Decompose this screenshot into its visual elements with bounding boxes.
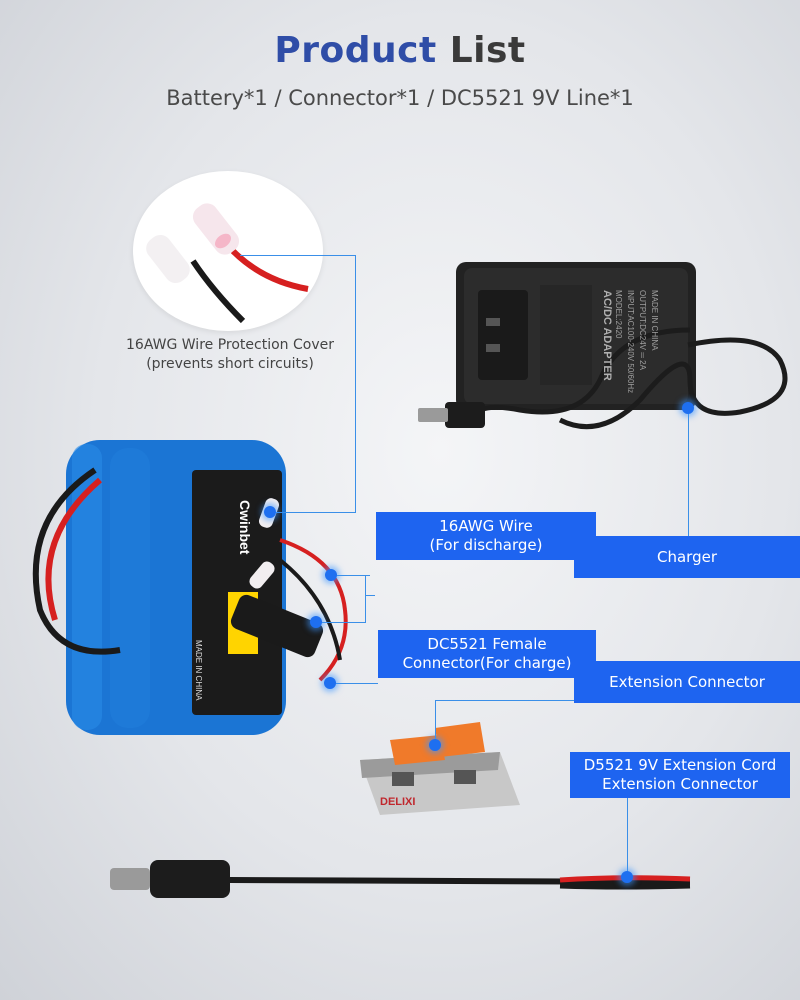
- label-16awg-wire: 16AWG Wire (For discharge): [376, 512, 596, 560]
- leader-line-cover-v: [355, 255, 356, 512]
- title-word-list: List: [449, 30, 526, 71]
- battery-brand-text: Cwinbet: [237, 500, 253, 555]
- marker-dot-charger: [682, 402, 694, 414]
- leader-line-wire-h2: [316, 622, 366, 623]
- wire-cover-caption-line2: (prevents short circuits): [146, 356, 314, 372]
- marker-dot-wire-upper: [325, 569, 337, 581]
- leader-line-ext-connector-v: [435, 700, 436, 745]
- label-extension-cord-line2: Extension Connector: [602, 775, 758, 793]
- label-dc5521-female-line1: DC5521 Female: [427, 635, 547, 653]
- label-extension-cord: D5521 9V Extension Cord Extension Connec…: [570, 752, 790, 798]
- adapter-label-line2: MODEL:2420: [614, 290, 623, 339]
- adapter-label-line4: OUTPUT:DC24V ═ 2A: [638, 290, 647, 371]
- label-charger: Charger: [574, 536, 800, 578]
- leader-line-dcfemale: [330, 683, 378, 684]
- leader-line-wire-h: [330, 575, 370, 576]
- label-16awg-wire-line2: (For discharge): [429, 536, 543, 554]
- label-dc5521-female: DC5521 Female Connector(For charge): [378, 630, 596, 678]
- label-extension-connector-text: Extension Connector: [609, 672, 765, 691]
- leader-line-ext-cord: [627, 795, 628, 877]
- leader-line-wire-v: [365, 575, 366, 623]
- label-dc5521-female-line2: Connector(For charge): [402, 654, 572, 672]
- leader-line-ext-connector-h: [435, 700, 575, 701]
- leader-line-cover-h2: [270, 512, 356, 513]
- wire-cover-closeup-image: [133, 171, 323, 331]
- wire-cover-caption: 16AWG Wire Protection Cover (prevents sh…: [100, 336, 360, 374]
- label-extension-connector: Extension Connector: [574, 661, 800, 703]
- battery-pack: [32, 440, 348, 735]
- charger-adapter: [418, 262, 788, 430]
- title-word-product: Product: [274, 30, 437, 71]
- label-16awg-wire-line1: 16AWG Wire: [439, 517, 533, 535]
- leader-line-wire-to-box: [365, 595, 375, 596]
- marker-dot-ext-cord: [621, 871, 633, 883]
- extension-connector: [360, 722, 520, 815]
- adapter-label-line5: MADE IN CHINA: [650, 290, 659, 351]
- leader-line-cover-h: [240, 255, 356, 256]
- marker-dot-ext-connector: [429, 739, 441, 751]
- label-charger-text: Charger: [657, 547, 717, 566]
- connector-brand-text: DELIXI: [380, 796, 415, 808]
- marker-dot-wire-lower: [310, 616, 322, 628]
- wire-cover-illustration: [146, 203, 309, 324]
- battery-made-in-text: MADE IN CHINA: [194, 640, 203, 701]
- wire-cover-caption-line1: 16AWG Wire Protection Cover: [126, 337, 334, 353]
- marker-dot-cover: [264, 506, 276, 518]
- leader-line-charger: [688, 408, 689, 568]
- page-subtitle: Battery*1 / Connector*1 / DC5521 9V Line…: [166, 86, 634, 110]
- adapter-label-line1: AC/DC ADAPTER: [601, 290, 613, 381]
- adapter-label-line3: INPUT:AC100-240V 50/60Hz: [626, 290, 635, 393]
- extension-cord: [110, 860, 691, 898]
- page-title: Product List: [0, 30, 800, 71]
- label-extension-cord-line1: D5521 9V Extension Cord: [583, 756, 777, 774]
- adapter-label: AC/DC ADAPTER MODEL:2420 INPUT:AC100-240…: [601, 290, 659, 393]
- marker-dot-dcfemale: [324, 677, 336, 689]
